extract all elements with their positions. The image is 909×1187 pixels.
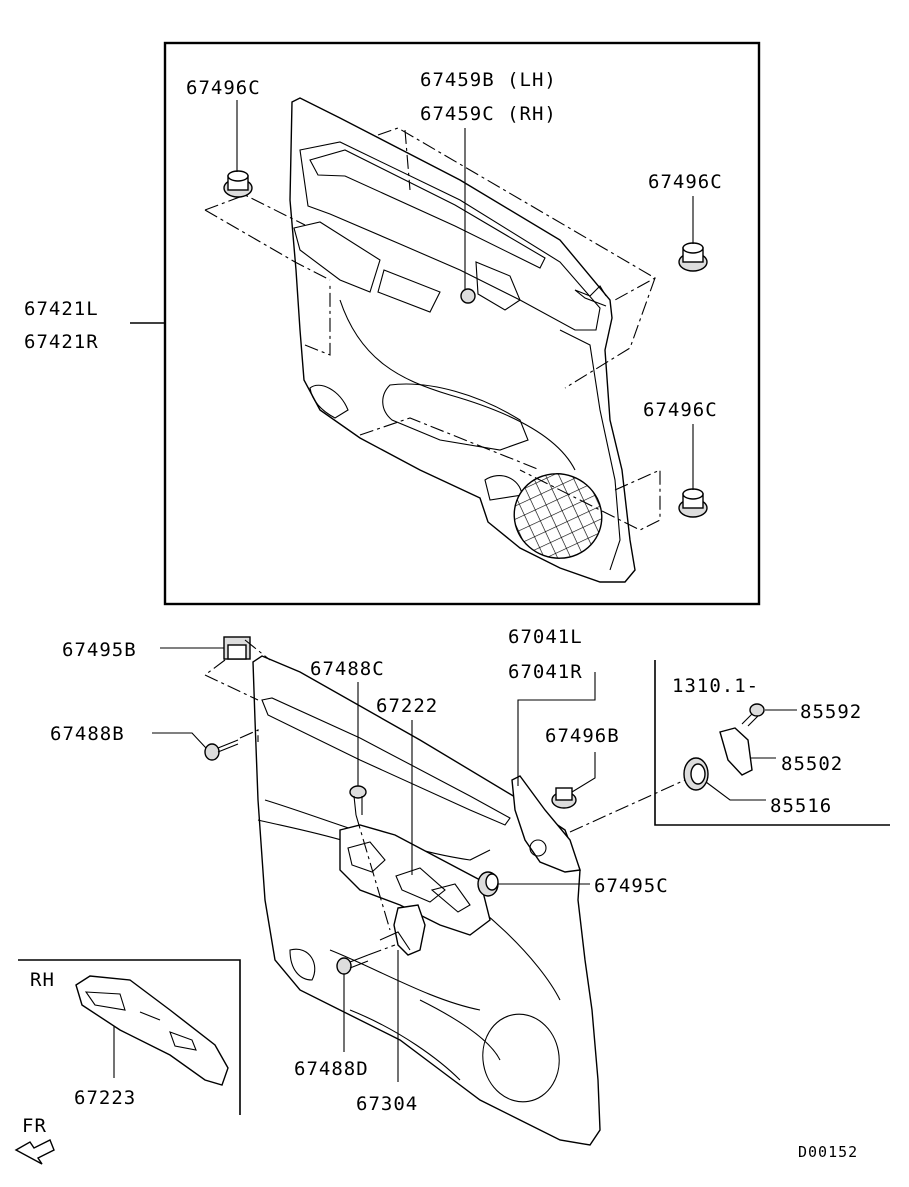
label-67496c-mid-right: 67496C	[643, 399, 718, 421]
label-67495b: 67495B	[62, 639, 137, 661]
label-85502: 85502	[781, 753, 843, 775]
bracket-85502	[719, 727, 753, 776]
clip-67496b	[551, 787, 577, 809]
front-arrow-icon	[14, 1139, 55, 1165]
screw-67488b	[204, 739, 239, 761]
leaders-lower	[113, 647, 596, 1082]
label-67041l: 67041L	[508, 626, 583, 648]
label-67496c-top-right: 67496C	[648, 171, 723, 193]
label-fr: FR	[22, 1115, 47, 1137]
rh-inset	[18, 959, 241, 1115]
label-1310-1: 1310.1-	[672, 675, 759, 697]
clip-67496c-top-right	[678, 242, 708, 272]
label-67459b: 67459B (LH)	[420, 69, 557, 91]
label-67222: 67222	[376, 695, 438, 717]
label-67304: 67304	[356, 1093, 418, 1115]
label-67223: 67223	[74, 1087, 136, 1109]
clip-67495c	[477, 871, 499, 897]
label-67496c-top-left: 67496C	[186, 77, 261, 99]
door-trim-panel-upper	[289, 97, 636, 583]
label-85516: 85516	[770, 795, 832, 817]
projection-lines-upper	[204, 127, 661, 531]
diagram-code: D00152	[798, 1143, 858, 1161]
switch-knob	[460, 288, 476, 304]
speaker-group	[654, 660, 890, 826]
leaders-top	[130, 100, 694, 490]
cover-67041	[511, 775, 581, 873]
speaker-85516	[683, 757, 709, 791]
label-67488d: 67488D	[294, 1058, 369, 1080]
label-67421r: 67421R	[24, 331, 99, 353]
label-85592: 85592	[800, 701, 862, 723]
screw-85592	[741, 703, 765, 727]
label-67488b: 67488B	[50, 723, 125, 745]
bracket-67304	[379, 904, 426, 956]
label-67459c: 67459C (RH)	[420, 103, 557, 125]
label-rh: RH	[30, 969, 55, 991]
clip-67496c-top-left	[223, 170, 253, 198]
label-67496b: 67496B	[545, 725, 620, 747]
label-67421l: 67421L	[24, 298, 99, 320]
switch-panel-67222	[339, 824, 491, 936]
projection-lines-lower	[203, 639, 686, 956]
clip-67496c-mid-right	[678, 488, 708, 518]
clip-67495b	[223, 636, 251, 660]
label-67495c: 67495C	[594, 875, 669, 897]
label-67488c: 67488C	[310, 658, 385, 680]
label-67041r: 67041R	[508, 661, 583, 683]
